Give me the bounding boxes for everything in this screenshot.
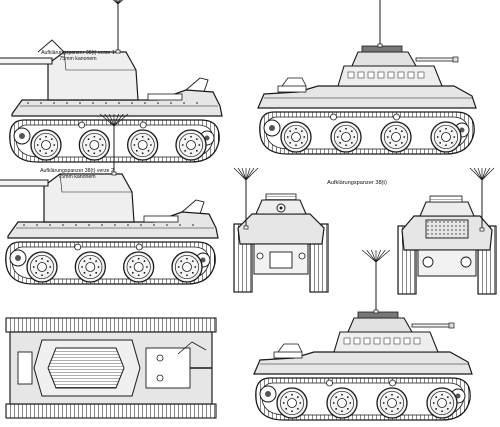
turret [347, 317, 413, 333]
antenna-icon [377, 0, 383, 48]
caption-verze-1-gun: 75mm kanonem [59, 56, 97, 62]
side-view-recon-lower [253, 249, 473, 421]
road-wheel-icon [123, 251, 155, 283]
turret-roof-grille [47, 347, 125, 389]
caption-main-title: Aufklärungspanzer 38(t) [327, 180, 387, 186]
running-gear [259, 111, 475, 155]
antenna-icon [469, 167, 495, 232]
superstructure [43, 173, 135, 223]
running-gear [5, 241, 216, 285]
side-view-verze-2 [0, 113, 219, 285]
track-icon [5, 403, 217, 419]
gun-barrel [0, 57, 53, 65]
road-wheel-icon [280, 121, 312, 153]
road-wheel-icon [171, 251, 203, 283]
turret-roof-grille [265, 193, 297, 201]
road-wheel-icon [78, 129, 110, 161]
running-gear [255, 377, 471, 421]
caption-verze-1: Aufklärungspanzer 38(t) verze 1 75mm kan… [28, 50, 128, 62]
gun-barrel [411, 323, 451, 328]
vehicle-front [233, 167, 329, 293]
road-wheel-icon [330, 121, 362, 153]
vehicle-side [0, 113, 219, 285]
side-view-verze-1 [0, 0, 223, 163]
engine-deck [17, 351, 33, 385]
road-wheel-icon [276, 387, 308, 419]
track-icon [259, 111, 475, 155]
track-icon [5, 317, 217, 333]
superstructure [419, 201, 475, 217]
turret-roof-grille [429, 195, 463, 203]
engine-grille [425, 219, 469, 239]
track-icon [255, 377, 471, 421]
road-wheel-icon [30, 129, 62, 161]
road-wheel-icon [380, 121, 412, 153]
caption-verze-2-title: Aufklärungspanzer 38(t) verze 2 [40, 168, 114, 174]
road-wheel-icon [175, 129, 207, 161]
road-wheel-icon [326, 387, 358, 419]
gun-barrel [0, 179, 49, 187]
antenna-icon [99, 113, 129, 176]
front-view [233, 167, 329, 293]
vehicle-side [253, 249, 473, 421]
caption-main: Aufklärungspanzer 38(t) [302, 180, 412, 186]
top-view [5, 317, 217, 419]
road-wheel-icon [376, 387, 408, 419]
caption-verze-1-title: Aufklärungspanzer 38(t) verze 1 [41, 50, 115, 56]
road-wheel-icon [127, 129, 159, 161]
side-view-recon-right [257, 0, 477, 155]
front-deck [145, 347, 191, 389]
gun-barrel [415, 57, 455, 62]
antenna-icon [233, 167, 259, 230]
caption-verze-2: Aufklärungspanzer 38(t) verze 2 75mm kan… [22, 168, 132, 180]
vehicle-rear [397, 167, 497, 295]
road-wheel-icon [426, 387, 458, 419]
road-wheel-icon [26, 251, 58, 283]
vehicle-side [257, 0, 477, 155]
hull-front [237, 213, 325, 245]
antenna-icon [361, 249, 391, 314]
caption-verze-2-gun: 75mm kanonem [58, 174, 96, 180]
rear-view [397, 167, 497, 295]
road-wheel-icon [74, 251, 106, 283]
antenna-icon [112, 0, 124, 54]
vehicle-top [5, 317, 217, 419]
turret [351, 51, 417, 67]
vehicle-side [0, 0, 223, 163]
track-icon [5, 241, 216, 285]
road-wheel-icon [430, 121, 462, 153]
